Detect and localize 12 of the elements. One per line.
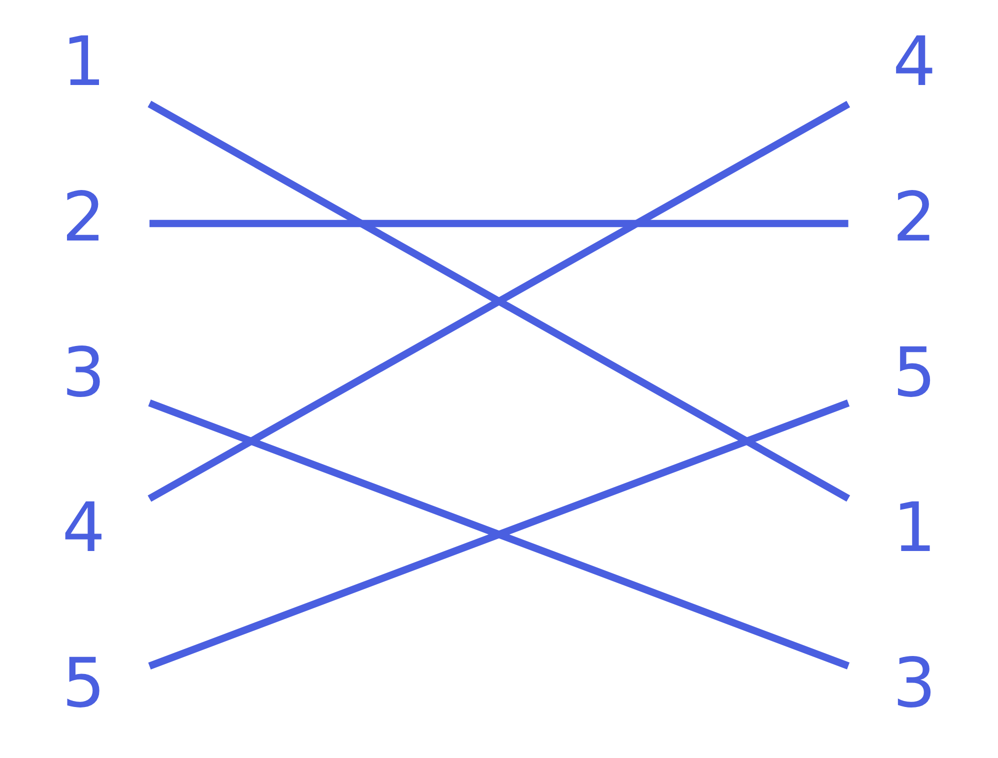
connector (148, 100, 850, 502)
node-text: 3 (892, 644, 936, 724)
node-text: 3 (62, 334, 106, 413)
connector (149, 220, 848, 228)
node-text: 5 (62, 644, 106, 724)
node-text: 2 (892, 178, 936, 258)
node-text: 1 (62, 22, 106, 102)
node-text: 4 (892, 22, 936, 102)
node-text: 1 (892, 489, 936, 568)
node-text: 5 (892, 334, 936, 413)
node-text: 4 (62, 489, 106, 568)
node-text: 2 (62, 178, 106, 258)
